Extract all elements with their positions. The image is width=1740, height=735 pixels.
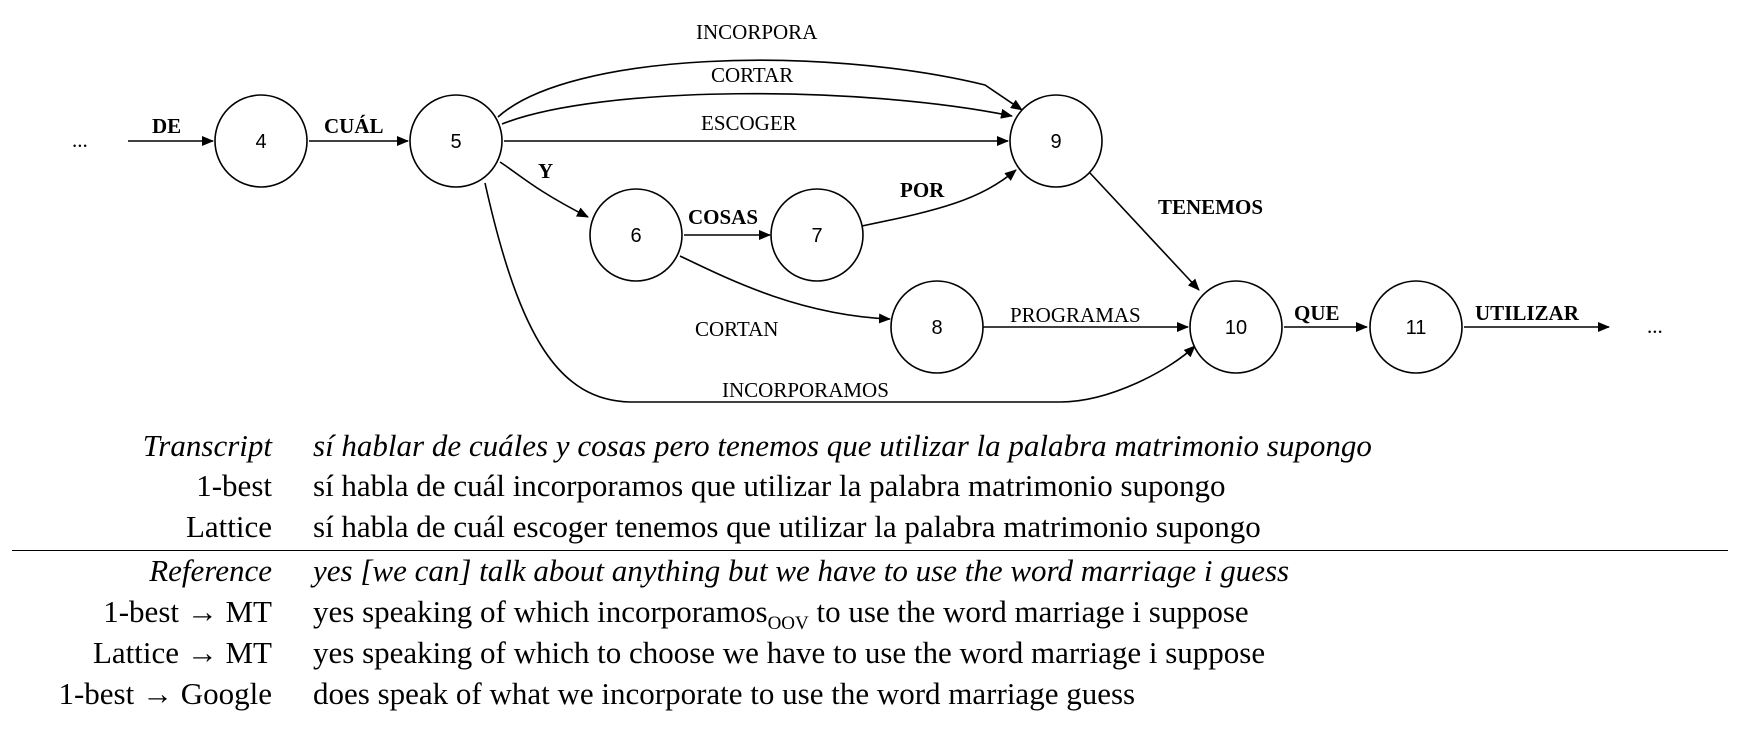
start-ellipsis: ... [72,128,88,152]
edge-label-escoger: ESCOGER [701,111,797,135]
node-6: 6 [589,188,683,282]
oov-subscript: OOV [767,613,809,634]
node-label: 9 [1050,131,1061,153]
edge-label-programas: PROGRAMAS [1010,303,1141,327]
edge-6-8 [679,255,891,324]
row-text: sí habla de cuál incorporamos que utiliz… [313,468,1226,503]
row-text: sí hablar de cuáles y cosas pero tenemos… [313,428,1372,463]
node-4: 4 [214,94,308,188]
edge-5-10 [484,182,1196,403]
node-9: 9 [1009,94,1103,188]
edge-5-6 [499,161,589,218]
edge-label-incorpora: INCORPORA [696,20,818,44]
edge-label-por: POR [900,178,945,202]
lattice-diagram: 4 5 6 7 8 9 10 11 ... ... DE CUÁL INCORP… [72,20,1663,403]
table-separator [12,550,1728,551]
edge-7-9 [861,169,1017,227]
edge-label-tenemos: TENEMOS [1158,195,1263,219]
row-1-best-google: 1-best → Google does speak of what we in… [0,676,1740,716]
edge-label-utilizar: UTILIZAR [1475,301,1580,325]
row-header: 1-best [196,468,272,503]
node-8: 8 [890,280,984,374]
node-10: 10 [1189,280,1283,374]
row-header: 1-best → MT [103,594,272,629]
row-text-after: to use the word marriage i suppose [808,594,1249,629]
edge-label-cortan: CORTAN [695,317,778,341]
row-lattice-mt: Lattice → MT yes speaking of which to ch… [0,635,1740,675]
edge-label-cual: CUÁL [324,114,384,138]
node-label: 7 [811,225,822,247]
node-label: 4 [255,131,266,153]
node-7: 7 [770,188,864,282]
row-text: sí habla de cuál escoger tenemos que uti… [313,509,1261,544]
row-header: Lattice → MT [92,635,272,670]
node-label: 11 [1406,317,1427,339]
row-text: yes [we can] talk about anything but we … [313,553,1290,588]
node-label: 10 [1225,317,1247,339]
edge-9-10 [1089,172,1200,291]
edge-label-cosas: COSAS [688,205,758,229]
row-lattice: Lattice sí habla de cuál escoger tenemos… [0,509,1740,549]
edge-5-9-incorpora [497,59,1023,118]
row-header: Transcript [142,428,272,463]
row-text: yes speaking of which incorporamosOOV to… [313,594,1249,635]
row-1-best: 1-best sí habla de cuál incorporamos que… [0,468,1740,508]
row-header: Lattice [185,509,272,544]
row-header: Reference [149,553,272,588]
row-text-before: yes speaking of which incorporamos [313,594,768,629]
end-ellipsis: ... [1647,314,1663,338]
row-transcript: Transcript sí hablar de cuáles y cosas p… [0,428,1740,468]
node-label: 5 [450,131,461,153]
row-text: does speak of what we incorporate to use… [313,676,1136,711]
row-header: 1-best → Google [58,676,272,711]
edge-label-de: DE [152,114,181,138]
row-text: yes speaking of which to choose we have … [313,635,1266,670]
node-label: 6 [630,225,641,247]
edge-label-y: Y [538,159,553,183]
node-11: 11 [1369,280,1463,374]
row-reference: Reference yes [we can] talk about anythi… [0,553,1740,593]
edge-label-incorporamos: INCORPORAMOS [722,378,889,402]
edge-label-que: QUE [1294,301,1340,325]
node-label: 8 [931,317,942,339]
row-1-best-mt: 1-best → MT yes speaking of which incorp… [0,594,1740,634]
edge-label-cortar: CORTAR [711,63,793,87]
edge-5-9-cortar [501,92,1013,125]
node-5: 5 [409,94,503,188]
